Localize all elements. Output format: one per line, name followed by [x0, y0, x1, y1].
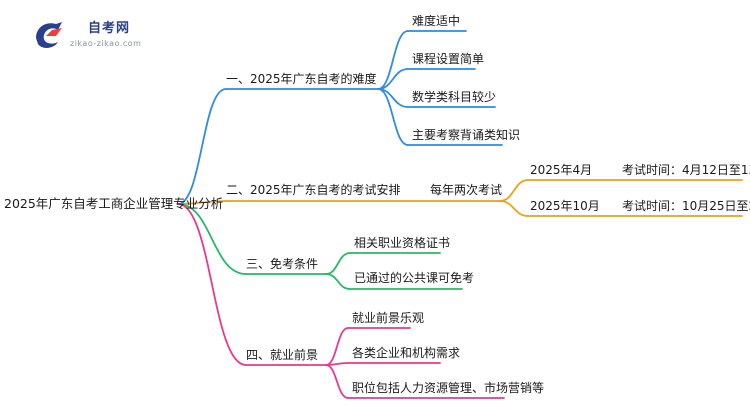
- exam-date-october: 2025年10月: [530, 199, 600, 213]
- connector-branch-4-leaf-1: [325, 327, 349, 366]
- leaf-difficulty-4: 主要考察背诵类知识: [412, 128, 521, 142]
- leaf-employment-3: 职位包括人力资源管理、市场营销等: [352, 381, 545, 395]
- branch-difficulty: 一、2025年广东自考的难度: [226, 72, 377, 86]
- exam-date-april: 2025年4月: [530, 163, 593, 177]
- sub-two-exams: 每年两次考试: [430, 183, 503, 197]
- exam-detail-april: 考试时间：4月12日至13日: [622, 163, 750, 177]
- leaf-difficulty-1: 难度适中: [412, 14, 461, 28]
- leaf-difficulty-2: 课程设置简单: [412, 52, 485, 66]
- connector-root-branch-4: [177, 203, 247, 366]
- exam-detail-october: 考试时间：10月25日至26日: [622, 199, 750, 213]
- branch-schedule: 二、2025年广东自考的考试安排: [226, 183, 401, 197]
- logo-emblem-icon: [36, 22, 62, 48]
- connector-branch-2-october: [499, 200, 529, 217]
- branch-exemption: 三、免考条件: [246, 257, 319, 271]
- leaf-employment-1: 就业前景乐观: [352, 311, 425, 325]
- leaf-exemption-2: 已通过的公共课可免考: [354, 271, 475, 285]
- connector-branch-1-leaf-4: [377, 88, 409, 146]
- logo-name: 自考网: [88, 21, 131, 36]
- logo-url: zikao-zikao.com: [70, 39, 142, 48]
- connector-branch-4-leaf-3: [325, 364, 349, 399]
- connector-branch-1-leaf-1: [377, 30, 409, 90]
- root-topic: 2025年广东自考工商企业管理专业分析: [4, 196, 224, 211]
- connector-root-branch-1: [177, 88, 227, 205]
- connector-branch-2-april: [499, 179, 529, 202]
- connector-branch-3-leaf-2: [325, 273, 351, 290]
- leaf-employment-2: 各类企业和机构需求: [352, 346, 461, 360]
- leaf-exemption-1: 相关职业资格证书: [354, 236, 451, 250]
- branch-employment: 四、就业前景: [246, 348, 319, 362]
- site-logo[interactable]: 自考网 zikao-zikao.com: [32, 14, 152, 58]
- connector-root-branch-3: [177, 203, 247, 275]
- leaf-difficulty-3: 数学类科目较少: [412, 90, 497, 104]
- connector-branch-3-leaf-1: [325, 252, 351, 275]
